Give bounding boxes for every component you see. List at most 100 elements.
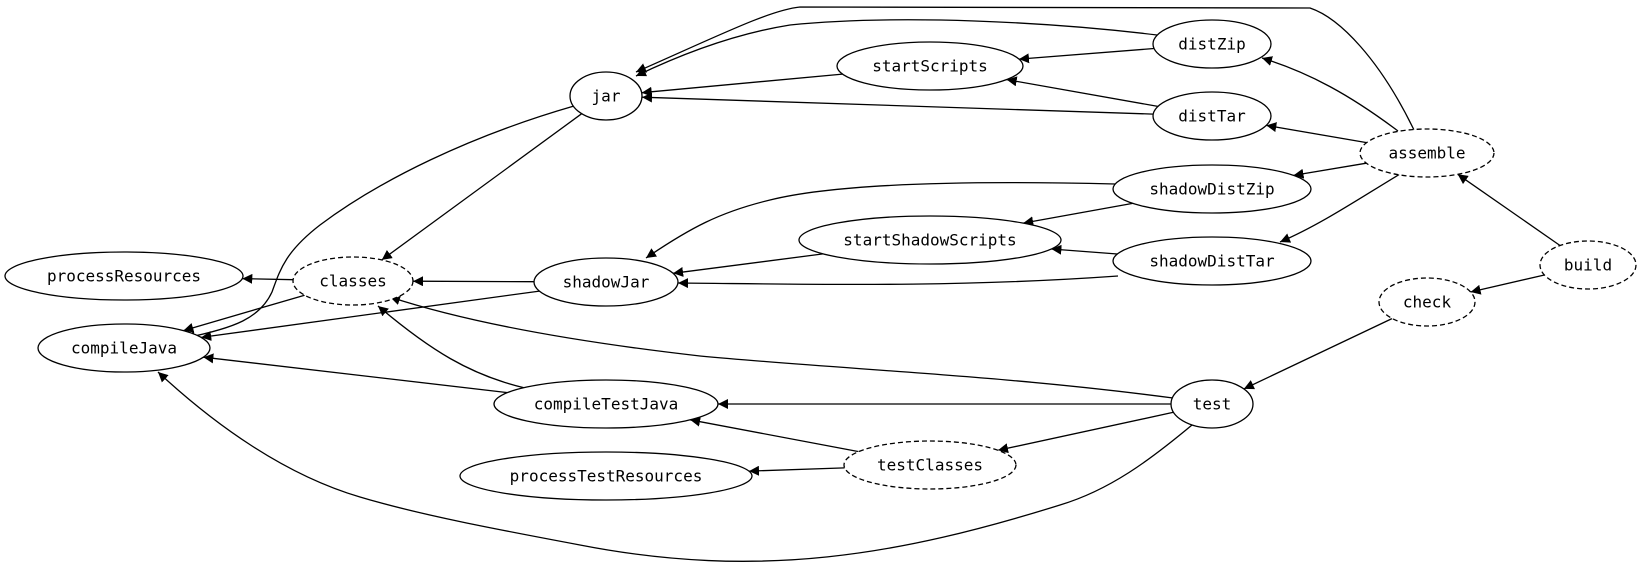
node-shape [569,71,643,121]
edge-path [157,371,1193,562]
node-label: assemble [1388,144,1465,163]
edge-path [1470,274,1545,295]
edge-distTar-to-jar [641,92,1154,115]
edge-path [389,295,1174,399]
node-label: distZip [1178,35,1245,54]
node-build: build [1539,240,1637,290]
edge-shadowJar-to-classes [412,276,535,287]
edge-path [748,465,845,476]
node-shape [533,257,679,307]
edge-path [1293,162,1367,179]
node-label: shadowDistZip [1149,180,1274,199]
node-label: classes [319,272,386,291]
node-label: check [1403,293,1452,312]
node-processTestResources: processTestResources [459,451,753,501]
node-shape [1359,128,1495,178]
edge-path [1018,47,1155,64]
node-label: processTestResources [510,467,703,486]
node-compileTestJava: compileTestJava [493,379,719,429]
edge-distTar-to-startScripts [1006,76,1159,108]
edge-path [381,113,583,261]
edge-classes-to-processResources [242,273,294,284]
node-label: build [1564,256,1612,275]
edge-test-to-testClasses [997,411,1174,454]
node-check: check [1378,277,1476,327]
node-label: compileTestJava [534,395,679,414]
node-test: test [1170,379,1254,429]
node-classes: classes [292,256,414,306]
node-label: shadowJar [563,273,650,292]
node-shape [292,256,414,306]
node-shape [459,451,753,501]
edge-path [645,182,1116,259]
edge-compileTestJava-to-classes [377,305,526,389]
edge-path [1266,122,1367,144]
edge-path [1279,173,1401,243]
node-shape [1170,379,1254,429]
node-shape [1112,236,1312,286]
edge-startShadowScripts-to-shadowJar [673,253,824,277]
node-distTar: distTar [1152,91,1272,141]
node-shadowJar: shadowJar [533,257,679,307]
edge-shadowDistTar-to-startShadowScripts [1051,244,1118,255]
edge-test-to-compileJava [157,371,1193,562]
edge-path [641,92,1154,115]
edge-assemble-to-jar [635,6,1415,131]
edge-path [1243,317,1393,390]
edge-assemble-to-distZip [1261,56,1399,132]
node-shape [37,323,211,373]
edge-path [997,411,1174,454]
edge-path [673,253,824,277]
edge-path [201,290,540,341]
edge-assemble-to-shadowDistZip [1293,162,1367,179]
edge-testClasses-to-processTestResources [748,465,845,476]
edge-path [412,276,535,287]
node-testClasses: testClasses [843,440,1017,490]
node-shape [843,440,1017,490]
node-label: jar [592,87,621,106]
edge-path [377,305,526,389]
edge-startScripts-to-jar [641,73,843,97]
node-shadowDistTar: shadowDistTar [1112,236,1312,286]
node-startScripts: startScripts [836,41,1024,91]
edge-path [1051,244,1118,255]
node-distZip: distZip [1152,19,1272,69]
edge-build-to-check [1470,274,1545,295]
edge-path [641,73,843,97]
node-shape [1378,277,1476,327]
node-shadowDistZip: shadowDistZip [1112,164,1312,214]
node-jar: jar [569,71,643,121]
edges-layer [157,6,1561,562]
edge-jar-to-compileJava [184,105,575,341]
nodes-layer: jar startScripts distZip distTar assemble sha… [4,19,1637,501]
node-shape [1152,91,1272,141]
node-label: compileJava [71,339,177,358]
node-shape [1112,164,1312,214]
edge-assemble-to-shadowDistTar [1279,173,1401,243]
node-compileJava: compileJava [37,323,211,373]
node-label: startShadowScripts [843,231,1016,250]
edge-path [242,273,294,284]
node-shape [798,215,1062,265]
edge-shadowDistZip-to-shadowJar [645,182,1116,259]
edge-path [203,353,508,394]
edge-path [1457,173,1561,247]
node-shape [1152,19,1272,69]
edge-classes-to-compileJava [183,294,305,333]
edge-path [183,294,305,333]
node-assemble: assemble [1359,128,1495,178]
edge-distZip-to-startScripts [1018,47,1155,64]
node-label: shadowDistTar [1149,252,1275,271]
edge-path [635,6,1415,131]
node-label: test [1193,395,1232,414]
node-label: startScripts [872,57,988,76]
edge-test-to-classes [389,295,1174,399]
edge-path [677,275,1119,289]
edge-path [184,105,575,341]
edge-path [1023,202,1133,227]
edge-path [689,416,859,453]
edge-check-to-test [1243,317,1393,390]
node-label: distTar [1178,107,1246,126]
edge-shadowDistZip-to-startShadowScripts [1023,202,1133,227]
node-label: testClasses [877,456,983,475]
